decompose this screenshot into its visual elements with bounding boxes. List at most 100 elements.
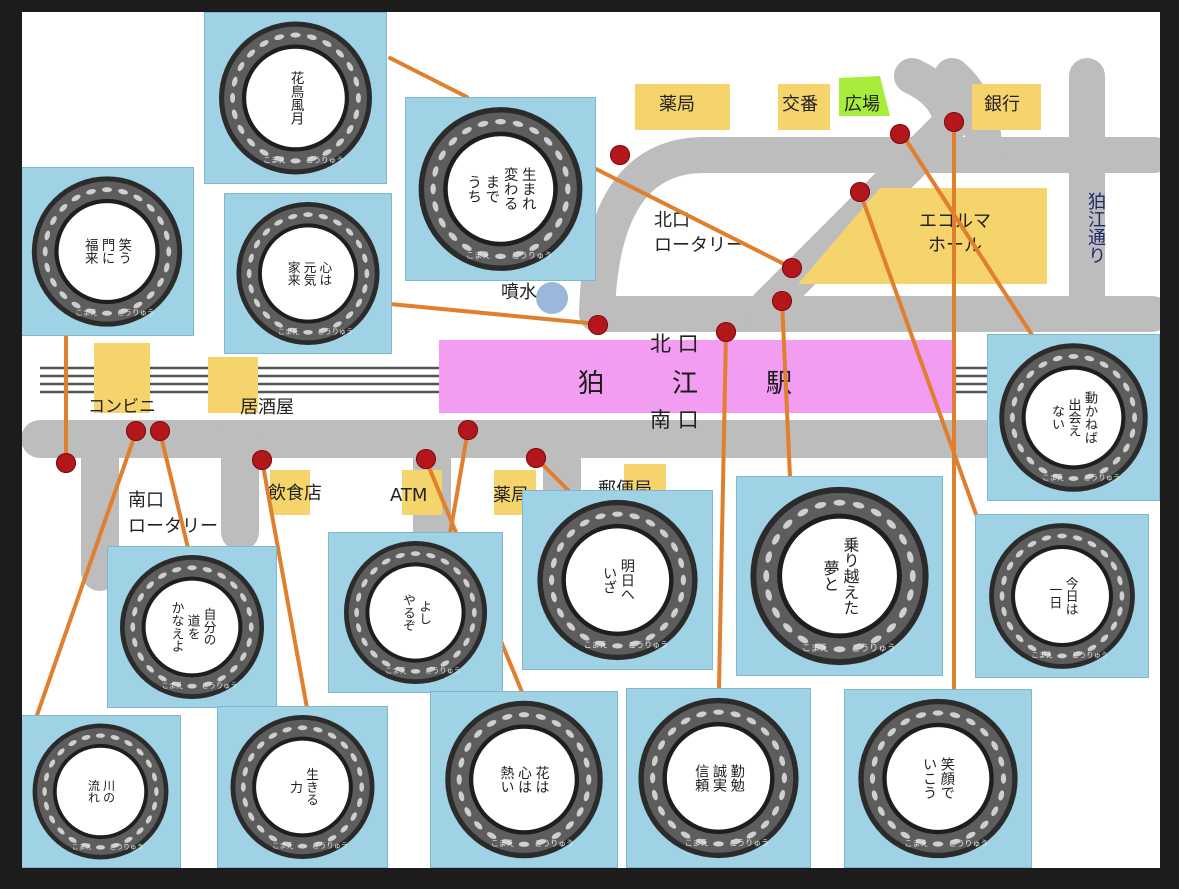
location-dot[interactable] [56, 453, 76, 473]
south-exit-label: 南 口 [650, 408, 699, 432]
svg-text:心は: 心は [516, 766, 532, 794]
svg-text:変わる: 変わる [502, 167, 519, 211]
svg-text:いこう: いこう [921, 757, 937, 800]
svg-text:こまえ: こまえ [491, 839, 515, 848]
manhole-card-3[interactable]: 笑う門に福来こまえごうりゅう [22, 167, 194, 336]
location-dot[interactable] [526, 448, 546, 468]
svg-text:ごうりゅう: ごうりゅう [1083, 472, 1120, 482]
south-rotary-label: 南口 ロータリー [128, 490, 218, 538]
svg-text:こまえ: こまえ [584, 641, 608, 650]
map-canvas: 薬局 交番 広場 銀行 北口 ロータリー エコルマ ホール 噴水 狛江通り コン… [22, 12, 1160, 868]
location-dot[interactable] [252, 450, 272, 470]
svg-text:出会え: 出会え [1066, 397, 1082, 437]
bank-box [972, 84, 1041, 130]
station-char-3: 駅 [766, 369, 795, 399]
manhole-card-13[interactable]: 花は心は熱いこまえごうりゅう [430, 691, 618, 868]
manhole-cover-icon: よしやるぞこまえごうりゅう [343, 540, 488, 685]
manhole-card-5[interactable]: 動かねば出会えないこまえ ごうりゅう [987, 334, 1160, 501]
north-rotary-label: 北口 ロータリー [654, 210, 744, 257]
manhole-cover-icon: 笑う門に福来こまえごうりゅう [31, 176, 183, 327]
svg-text:こまえ: こまえ [263, 156, 286, 165]
manhole-cover-icon: 心は元気家来こまえごうりゅう [236, 201, 380, 346]
manhole-card-2[interactable]: 生まれ変わるまでうちこまえごうりゅう [405, 97, 596, 281]
svg-text:信頼: 信頼 [693, 763, 709, 792]
svg-text:心は: 心は [317, 261, 332, 287]
svg-text:こまえ: こまえ [1042, 473, 1064, 482]
svg-text:笑う: 笑う [116, 238, 132, 265]
manhole-card-15[interactable]: 笑顔でいこうこまえごうりゅう [844, 689, 1032, 868]
svg-text:こまえ: こまえ [278, 327, 299, 336]
svg-text:動かねば: 動かねば [1082, 391, 1098, 445]
manhole-card-14[interactable]: 勤勉誠実信頼こまえごうりゅう [626, 688, 811, 868]
manhole-cover-icon: 今日は一日こまえごうりゅう [989, 523, 1135, 669]
svg-text:花鳥風月: 花鳥風月 [288, 71, 305, 127]
location-dot[interactable] [416, 449, 436, 469]
bank-label: 銀行 [984, 94, 1020, 115]
fountain-label: 噴水 [501, 282, 537, 303]
location-dot[interactable] [588, 315, 608, 335]
svg-text:夢と: 夢と [821, 560, 840, 592]
location-dot[interactable] [716, 322, 736, 342]
location-dot[interactable] [458, 420, 478, 440]
svg-text:ない: ない [1049, 404, 1064, 431]
location-dot[interactable] [850, 182, 870, 202]
svg-text:ごうりゅう: ごうりゅう [851, 642, 896, 654]
svg-text:門に: 門に [99, 238, 114, 265]
svg-text:ごうりゅう: ごうりゅう [117, 307, 154, 317]
svg-text:花は: 花は [534, 766, 550, 794]
svg-text:こまえ: こまえ [466, 250, 491, 260]
manhole-card-1[interactable]: 花鳥風月こまえごうりゅう [204, 12, 387, 184]
station-char-2: 江 [672, 369, 701, 399]
manhole-card-12[interactable]: 生きる力こまえごうりゅう [217, 706, 388, 868]
convenience-label: コンビニ [88, 397, 156, 417]
svg-text:こまえ: こまえ [72, 843, 93, 851]
station-char-1: 狛 [578, 369, 607, 399]
svg-text:ごうりゅう: ごうりゅう [628, 640, 668, 650]
svg-text:ごうりゅう: ごうりゅう [511, 250, 552, 260]
convenience-box [94, 343, 150, 413]
manhole-cover-icon: 花は心は熱いこまえごうりゅう [445, 700, 603, 859]
location-dot[interactable] [150, 421, 170, 441]
manhole-cover-icon: 勤勉誠実信頼こまえごうりゅう [638, 697, 799, 859]
plaza-area [839, 76, 890, 116]
manhole-card-7[interactable]: よしやるぞこまえごうりゅう [328, 532, 503, 693]
svg-text:こまえ: こまえ [1031, 651, 1053, 660]
police-box-box [778, 84, 830, 130]
manhole-cover-icon: 生きる力こまえごうりゅう [230, 715, 375, 859]
svg-text:こまえ: こまえ [272, 841, 294, 850]
svg-text:生まれ: 生まれ [520, 167, 537, 211]
svg-text:川の: 川の [102, 779, 116, 803]
manhole-card-8[interactable]: 明日へいざこまえごうりゅう [522, 490, 713, 670]
svg-text:道を: 道を [185, 614, 200, 640]
svg-text:ごうりゅう: ごうりゅう [202, 681, 238, 690]
location-dot[interactable] [610, 145, 630, 165]
plaza-label: 広場 [844, 94, 880, 115]
manhole-card-10[interactable]: 今日は一日こまえごうりゅう [975, 514, 1149, 678]
manhole-cover-icon: 乗り越えた夢とこまえごうりゅう [750, 486, 929, 666]
location-dot[interactable] [890, 124, 910, 144]
manhole-card-9[interactable]: 乗り越えた夢とこまえごうりゅう [736, 476, 943, 676]
svg-text:ごうりゅう: ごうりゅう [729, 838, 769, 848]
svg-text:力: 力 [287, 781, 302, 795]
location-dot[interactable] [782, 258, 802, 278]
svg-text:こまえ: こまえ [162, 681, 184, 690]
svg-text:やるぞ: やるぞ [401, 593, 416, 632]
location-dot[interactable] [944, 112, 964, 132]
svg-text:家来: 家来 [286, 260, 301, 287]
manhole-cover-icon: 生まれ変わるまでうちこまえごうりゅう [418, 107, 583, 271]
manhole-card-6[interactable]: 自分の道をかなえよこまえごうりゅう [107, 546, 277, 708]
manhole-cover-icon: 明日へいざこまえごうりゅう [537, 499, 698, 661]
atm-label: ATM [390, 485, 428, 506]
izakaya-box [208, 357, 258, 413]
location-dot[interactable] [772, 291, 792, 311]
manhole-card-4[interactable]: 心は元気家来こまえごうりゅう [224, 193, 392, 354]
location-dot[interactable] [126, 421, 146, 441]
svg-text:今日は: 今日は [1063, 576, 1078, 616]
svg-text:まで: まで [483, 174, 500, 203]
svg-text:元気: 元気 [302, 261, 317, 288]
svg-text:流れ: 流れ [86, 779, 100, 804]
manhole-card-11[interactable]: 川の流れこまえごうりゅう [22, 715, 181, 868]
svg-text:よし: よし [417, 600, 432, 626]
manhole-cover-icon: 笑顔でいこうこまえごうりゅう [858, 698, 1018, 859]
svg-text:一日: 一日 [1046, 583, 1061, 609]
